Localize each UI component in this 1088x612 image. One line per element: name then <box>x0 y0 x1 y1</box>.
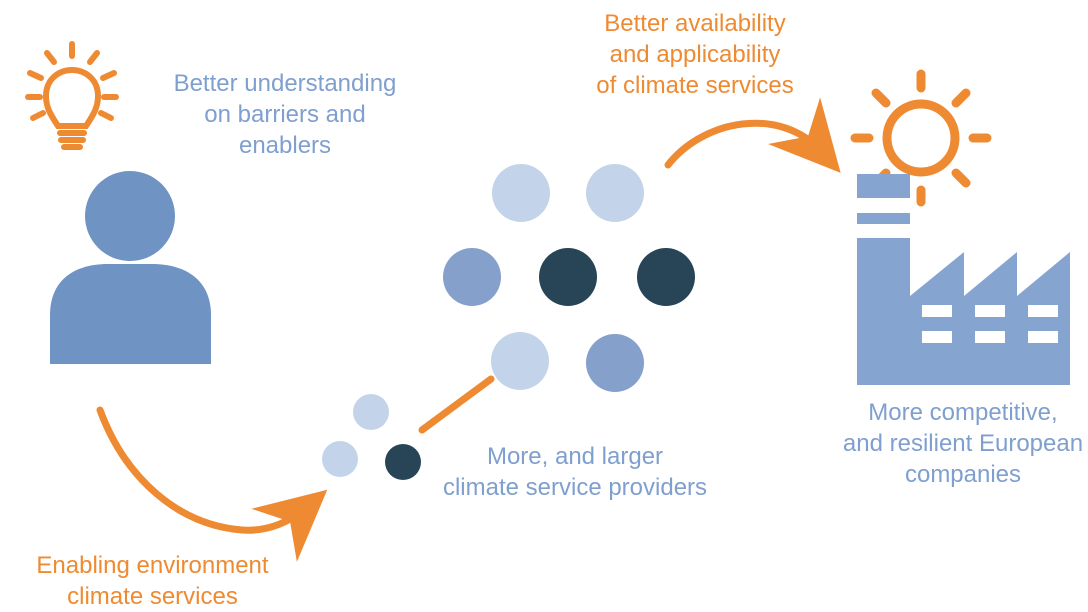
enabling-label: Enabling environment climate services <box>36 552 269 610</box>
arrow-providers-to-factory <box>664 97 841 173</box>
person-icon <box>50 171 211 364</box>
providers-label: More, and larger climate service provide… <box>442 443 708 501</box>
provider-dot <box>586 334 644 392</box>
provider-dot <box>492 164 550 222</box>
provider-dot <box>443 248 501 306</box>
connector-small-to-large <box>418 375 495 434</box>
provider-dot <box>385 444 421 480</box>
competitive-label: More competitive, and resilient European… <box>842 399 1084 488</box>
small-provider-cluster <box>322 394 421 480</box>
provider-dot <box>322 441 358 477</box>
lightbulb-icon <box>25 41 119 150</box>
provider-dot <box>586 164 644 222</box>
provider-dot <box>491 332 549 390</box>
large-provider-cluster <box>443 164 695 392</box>
availability-label: Better availability and applicability of… <box>596 10 794 99</box>
factory-icon <box>857 174 1070 385</box>
provider-dot <box>637 248 695 306</box>
arrow-person-to-providers <box>96 406 328 562</box>
understanding-label: Better understanding on barriers and ena… <box>173 70 397 159</box>
provider-dot <box>353 394 389 430</box>
provider-dot <box>539 248 597 306</box>
